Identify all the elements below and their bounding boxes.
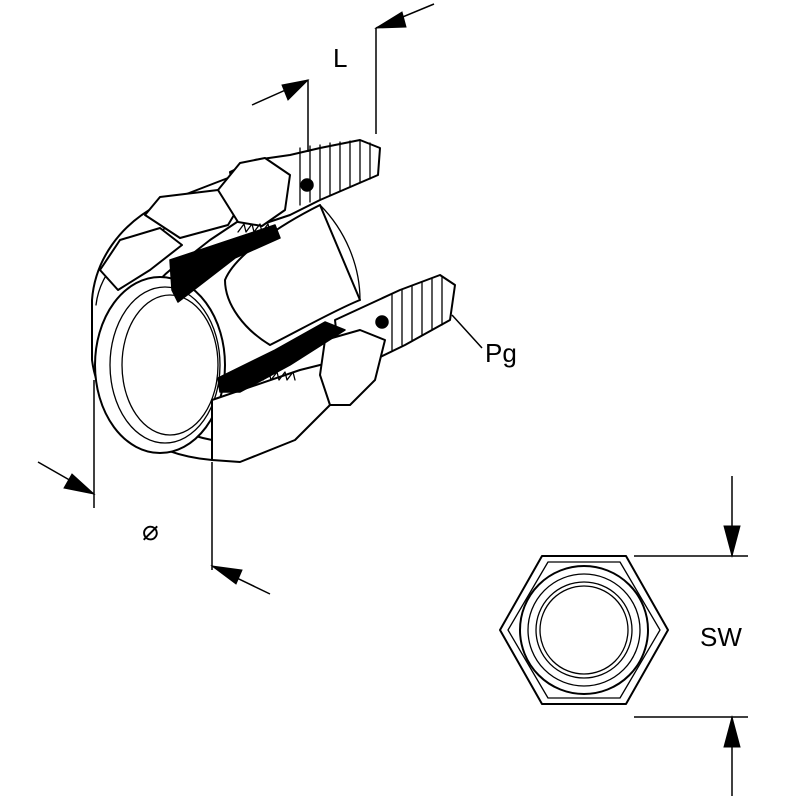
body-hex-upper: [217, 157, 291, 227]
o-ring-upper: [300, 178, 314, 192]
dimension-sw-label: SW: [700, 622, 742, 652]
dimension-sw-arrow-bottom: [723, 715, 741, 748]
hex-bore-inner: [539, 585, 629, 675]
dimension-l: L: [251, 3, 435, 152]
cap-nut-face-outer: [94, 276, 226, 454]
hex-outline: [499, 555, 669, 705]
hex-bore-outer: [519, 565, 649, 695]
dimension-diameter-arrow-left: [63, 473, 96, 495]
cap-nut-face-inner: [121, 294, 219, 436]
cap-nut-hex-side: [99, 227, 183, 291]
hex-chamfer: [507, 561, 661, 699]
seal-teeth-upper: [237, 223, 271, 233]
hex-bore-ring-2: [535, 581, 633, 679]
dimension-diameter-arrow-right: [210, 565, 243, 585]
body-hex-lower: [319, 329, 386, 406]
hex-nut-end-view: [499, 555, 669, 705]
seal-teeth-lower: [254, 371, 296, 381]
dimension-sw: SW: [634, 476, 748, 796]
seal-insert-lower: [217, 321, 346, 393]
dimension-l-label: L: [333, 43, 347, 73]
o-ring-lower: [375, 315, 389, 329]
dimension-diameter-label: ⌀: [142, 515, 159, 546]
thread-bottom-teeth: [391, 276, 443, 351]
cable-gland-cutaway: [91, 139, 456, 463]
liner-edge: [319, 204, 361, 301]
cap-nut-face-mid: [109, 286, 221, 444]
hex-bore-ring-1: [527, 573, 641, 687]
thread-callout: Pg: [451, 314, 517, 368]
seal-insert-upper: [169, 224, 281, 303]
thread-label: Pg: [485, 338, 517, 368]
dimension-l-arrow-left: [281, 79, 310, 101]
dimension-sw-arrow-top: [723, 525, 741, 558]
dimension-diameter: ⌀: [37, 380, 271, 595]
dimension-l-arrow-right: [374, 11, 407, 29]
cap-nut-lower: [211, 359, 341, 463]
thread-top-teeth: [299, 139, 371, 206]
